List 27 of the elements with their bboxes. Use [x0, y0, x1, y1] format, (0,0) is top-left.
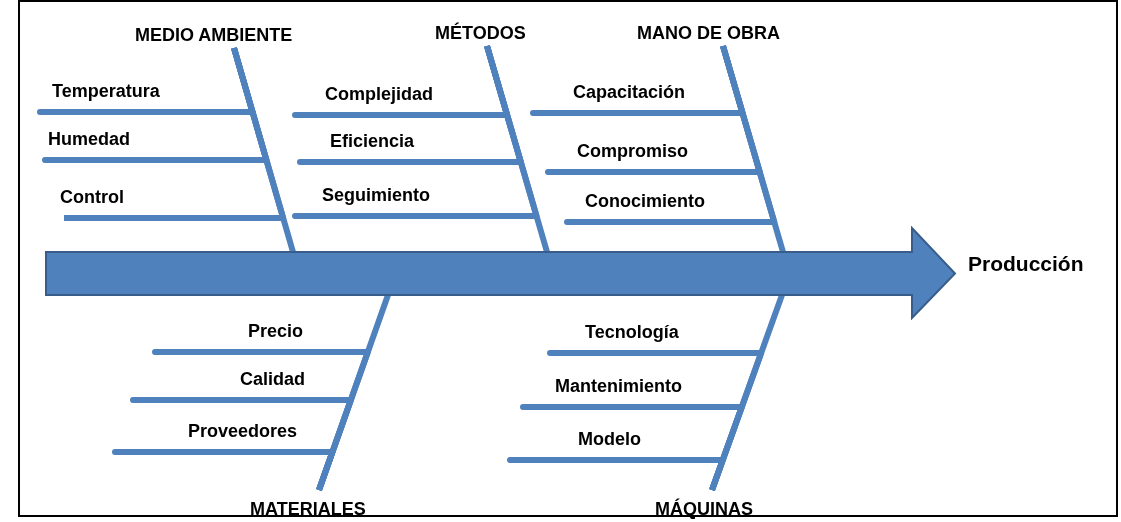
- bone-line: [720, 45, 786, 253]
- bone-line: [316, 294, 391, 491]
- cause-label: Proveedores: [115, 418, 333, 452]
- cause-label: Humedad: [45, 126, 267, 160]
- cause-label: Tecnología: [550, 319, 762, 353]
- cause-label: Control: [60, 184, 284, 218]
- cause-label: Capacitación: [533, 79, 743, 113]
- effect-label: Producción: [968, 251, 1084, 277]
- spine-arrow: [44, 226, 958, 320]
- bone-line: [484, 45, 550, 253]
- category-label: MÉTODOS: [435, 22, 526, 44]
- category-label: MEDIO AMBIENTE: [135, 24, 293, 46]
- bone-line: [231, 47, 296, 253]
- cause-label: Precio: [155, 318, 368, 352]
- category-label: MANO DE OBRA: [637, 22, 780, 44]
- bone-line: [709, 294, 785, 491]
- cause-label: Mantenimiento: [523, 373, 742, 407]
- cause-label: Compromiso: [548, 138, 760, 172]
- cause-label: Seguimiento: [295, 182, 537, 216]
- cause-label: Modelo: [510, 426, 723, 460]
- cause-label: Complejidad: [295, 81, 508, 115]
- cause-label: Temperatura: [40, 78, 253, 112]
- category-label: MATERIALES: [250, 498, 366, 520]
- category-label: MÁQUINAS: [655, 498, 753, 520]
- cause-label: Calidad: [133, 366, 351, 400]
- cause-label: Eficiencia: [300, 128, 521, 162]
- cause-label: Conocimiento: [567, 188, 775, 222]
